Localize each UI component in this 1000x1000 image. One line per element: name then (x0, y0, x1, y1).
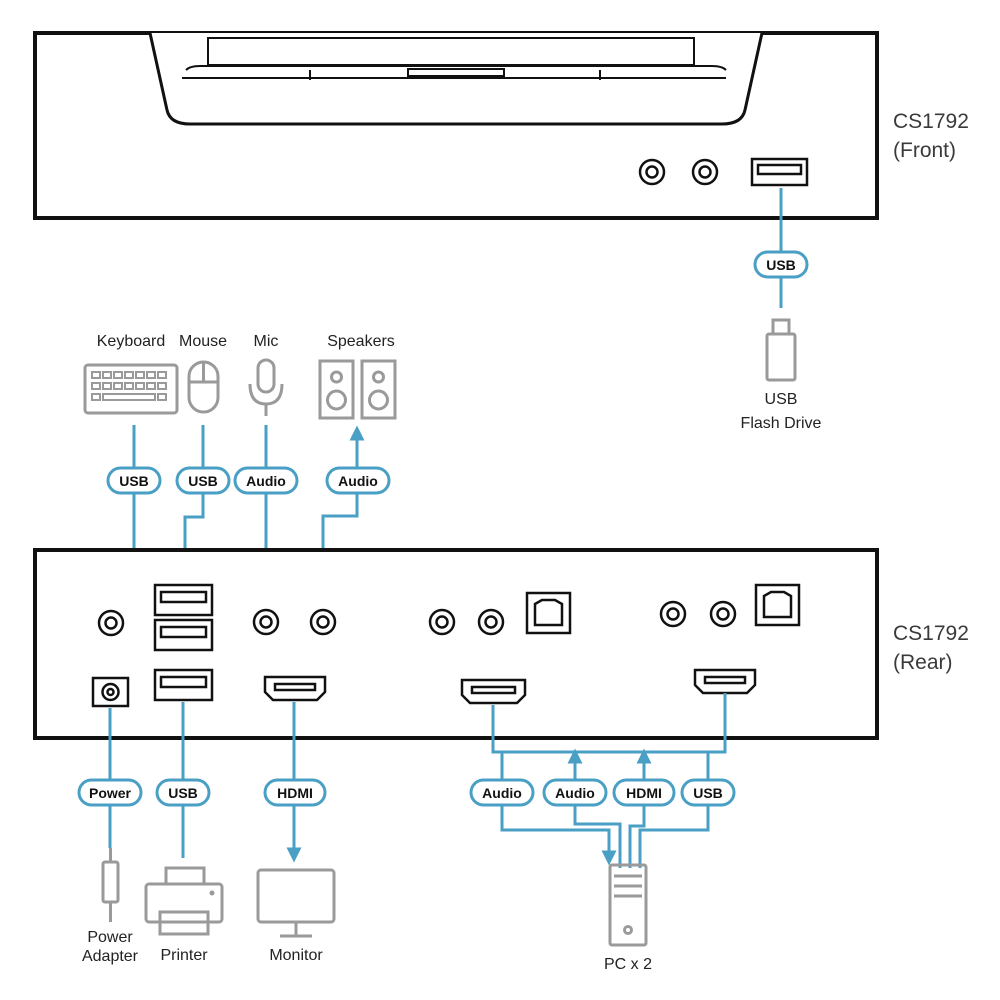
svg-text:Audio: Audio (482, 785, 522, 801)
rear-unit (33, 548, 879, 740)
front-model-label: CS1792 (893, 110, 969, 133)
pc-usb-wire (638, 752, 710, 868)
power-connection-tag: Power (77, 778, 143, 807)
front-usb-port (750, 157, 809, 187)
rear-hdmi-port-console (263, 675, 327, 702)
rear-audio-jack-1 (97, 609, 125, 637)
rear-pc1-audio-jack-2 (477, 608, 505, 636)
svg-text:Audio: Audio (555, 785, 595, 801)
printer-icon (144, 866, 224, 936)
monitor-label: Monitor (269, 947, 323, 964)
rear-usb-port-keyboard (153, 583, 214, 617)
front-side-label: (Front) (893, 139, 956, 162)
rear-speaker-jack (309, 608, 337, 636)
speakers-icon (318, 359, 397, 420)
svg-text:Audio: Audio (338, 473, 378, 489)
pc-audio-tag-2: Audio (542, 778, 608, 807)
mic-label: Mic (254, 333, 279, 350)
front-audio-jack-1 (638, 158, 666, 186)
pc-audio-tag-1: Audio (469, 778, 535, 807)
rear-model-label: CS1792 (893, 622, 969, 645)
usb-flash-drive-icon (765, 318, 797, 382)
pc-label: PC x 2 (604, 956, 652, 973)
rear-power-jack (91, 676, 130, 708)
svg-text:USB: USB (693, 785, 723, 801)
power-adapter-icon (101, 848, 120, 922)
power-adapter-label-line2: Adapter (82, 948, 139, 965)
mouse-label: Mouse (179, 333, 227, 350)
rear-usb-port-mouse (153, 618, 214, 652)
printer-label: Printer (160, 947, 208, 964)
flash-drive-label-line2: Flash Drive (741, 415, 822, 432)
svg-text:Power: Power (89, 785, 132, 801)
keyboard-label: Keyboard (97, 333, 166, 350)
svg-text:USB: USB (766, 257, 796, 273)
rear-pc1-hdmi-port (460, 678, 527, 705)
pc-hdmi-wire (628, 748, 652, 868)
front-usb-connection-tag: USB (753, 250, 809, 279)
keyboard-icon (83, 363, 179, 415)
pc-bus-wire (491, 693, 727, 754)
rear-pc2-hdmi-port (693, 668, 757, 695)
rear-pc2-audio-jack-1 (659, 600, 687, 628)
front-unit (33, 31, 879, 220)
mouse-connection-tag: USB (175, 466, 231, 495)
power-adapter-label-line1: Power (87, 929, 133, 946)
svg-text:Audio: Audio (246, 473, 286, 489)
monitor-connection-tag: HDMI (263, 778, 327, 807)
speakers-label: Speakers (327, 333, 395, 350)
svg-text:HDMI: HDMI (277, 785, 313, 801)
front-drawer-bay (148, 32, 764, 126)
mouse-icon (187, 360, 220, 414)
rear-mic-jack (252, 608, 280, 636)
svg-text:USB: USB (119, 473, 149, 489)
rear-pc2-audio-jack-2 (709, 600, 737, 628)
front-audio-jack-2 (691, 158, 719, 186)
keyboard-connection-tag: USB (106, 466, 162, 495)
svg-text:HDMI: HDMI (626, 785, 662, 801)
mic-connection-tag: Audio (233, 466, 299, 495)
rear-pc2-usb-b-port (754, 583, 801, 627)
printer-connection-tag: USB (155, 778, 211, 807)
pc-audio-in-wire (567, 748, 622, 868)
microphone-icon (248, 358, 284, 416)
rear-pc1-audio-jack-1 (428, 608, 456, 636)
speakers-connection-tag: Audio (325, 466, 391, 495)
svg-text:USB: USB (188, 473, 218, 489)
pc-usb-tag: USB (680, 778, 736, 807)
monitor-icon (256, 868, 336, 938)
rear-side-label: (Rear) (893, 651, 953, 674)
flash-drive-label-line1: USB (765, 391, 798, 408)
rear-pc1-usb-b-port (525, 591, 572, 635)
pc-hdmi-tag: HDMI (612, 778, 676, 807)
pc-tower-icon (608, 863, 648, 947)
rear-usb-port-printer (153, 668, 214, 702)
svg-text:USB: USB (168, 785, 198, 801)
